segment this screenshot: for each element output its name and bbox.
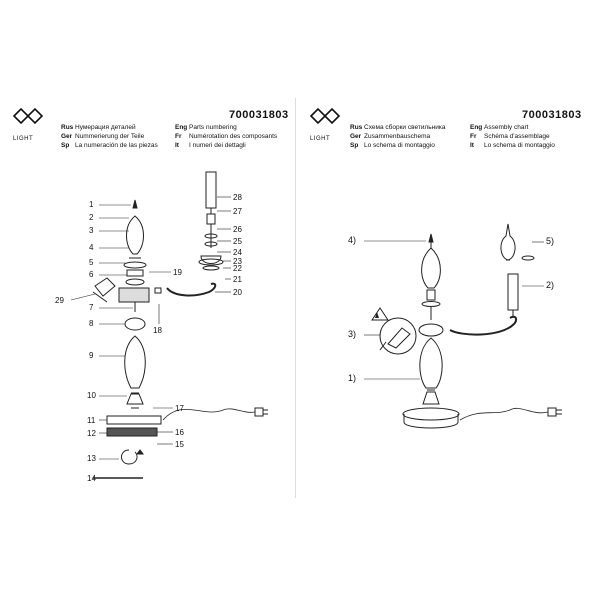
exploded-parts-diagram <box>70 171 268 479</box>
step-label: 5) <box>546 236 555 246</box>
step-label: 3) <box>348 329 357 339</box>
part-label: 22 <box>233 264 242 273</box>
mw-light-logo-icon <box>309 107 341 125</box>
part-label: 18 <box>153 326 162 335</box>
assembly-diagram <box>364 223 562 429</box>
part-label: 26 <box>233 225 242 234</box>
part-label: 27 <box>233 207 242 216</box>
part-label: 17 <box>175 404 184 413</box>
part-label: 3 <box>89 226 94 235</box>
part-label: 10 <box>87 391 96 400</box>
part-label: 28 <box>233 193 242 202</box>
part-label: 8 <box>89 319 94 328</box>
step-label: 2) <box>546 280 555 290</box>
part-label: 20 <box>233 288 242 297</box>
step-label: 1) <box>348 373 357 383</box>
part-label: 15 <box>175 440 184 449</box>
part-label: 7 <box>89 303 94 312</box>
mw-light-logo-icon <box>12 107 44 125</box>
part-label: 2 <box>89 213 94 222</box>
part-label: 19 <box>173 268 182 277</box>
part-label: 4 <box>89 243 94 252</box>
part-label: 23 <box>233 257 242 266</box>
step-label: 4) <box>348 235 357 245</box>
part-label: 29 <box>55 296 64 305</box>
article-code: 700031803 <box>522 109 582 121</box>
article-code: 700031803 <box>229 109 289 121</box>
part-label: 24 <box>233 248 242 257</box>
logo-text: LIGHT <box>310 136 331 142</box>
part-label: 12 <box>87 429 96 438</box>
part-label: 25 <box>233 237 242 246</box>
logo-text: LIGHT <box>13 136 34 142</box>
part-label: 21 <box>233 275 242 284</box>
part-label: 5 <box>89 258 94 267</box>
part-label: 1 <box>89 200 94 209</box>
part-label: 13 <box>87 454 96 463</box>
part-label: 14 <box>87 474 96 483</box>
part-label: 16 <box>175 428 184 437</box>
part-label: 11 <box>87 416 96 425</box>
part-label: 6 <box>89 270 94 279</box>
part-label: 9 <box>89 351 94 360</box>
